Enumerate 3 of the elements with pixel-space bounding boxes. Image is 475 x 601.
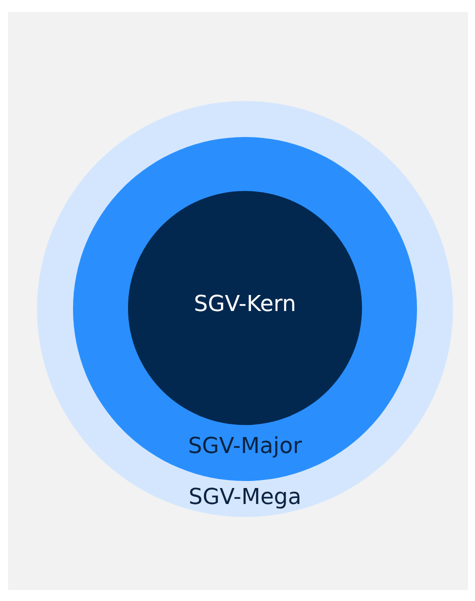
circle-label: SGV-Major — [188, 434, 302, 460]
circle-label: SGV-Mega — [188, 485, 302, 511]
circle-label: SGV-Kern — [194, 292, 296, 318]
